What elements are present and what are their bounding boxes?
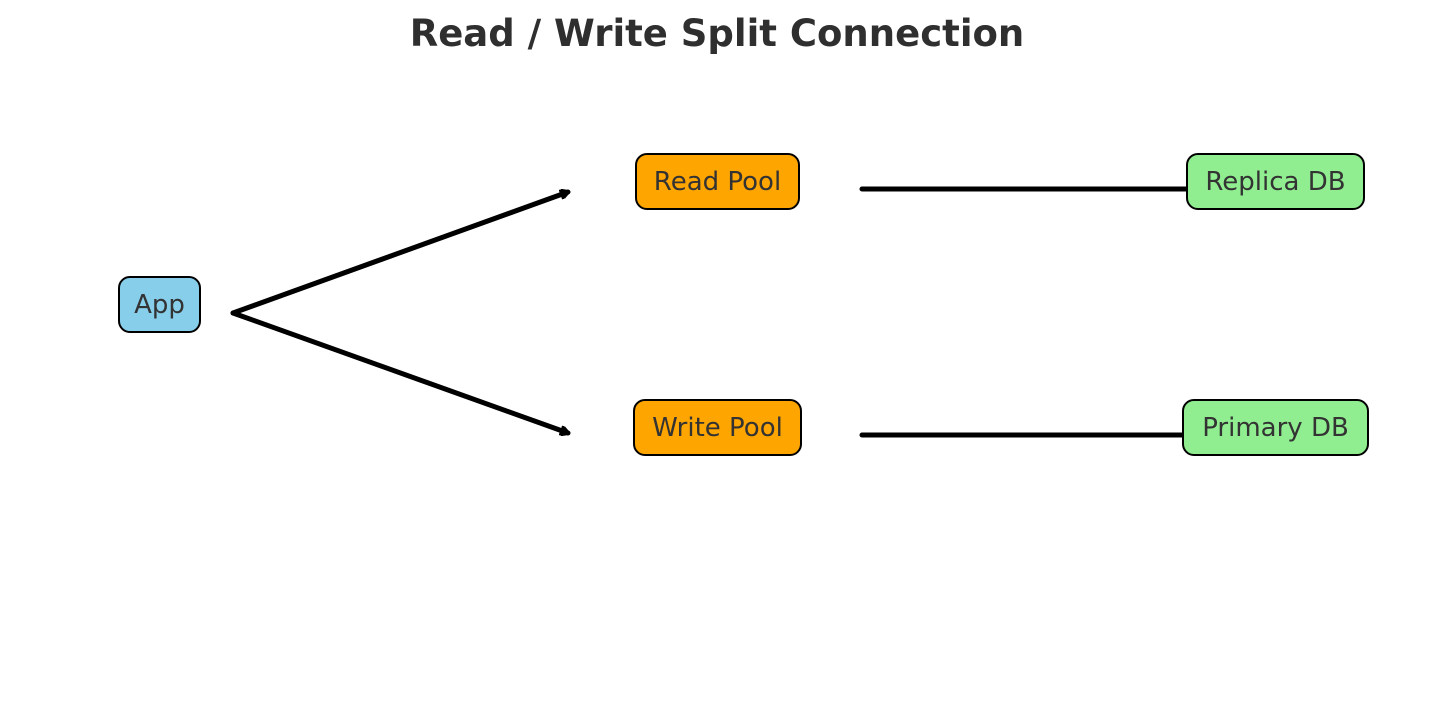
node-primary-db-label: Primary DB xyxy=(1202,412,1349,443)
node-write-pool-label: Write Pool xyxy=(652,412,783,443)
edge-app-to-write-pool xyxy=(230,310,571,433)
node-app-label: App xyxy=(134,289,185,320)
node-primary-db: Primary DB xyxy=(1182,399,1369,456)
node-replica-db: Replica DB xyxy=(1186,153,1365,210)
node-read-pool: Read Pool xyxy=(635,153,800,210)
node-read-pool-label: Read Pool xyxy=(653,166,782,197)
node-write-pool: Write Pool xyxy=(633,399,802,456)
edge-app-to-read-pool xyxy=(230,192,571,316)
node-app: App xyxy=(118,276,201,333)
node-replica-db-label: Replica DB xyxy=(1205,166,1346,197)
diagram-title: Read / Write Split Connection xyxy=(409,12,1025,55)
